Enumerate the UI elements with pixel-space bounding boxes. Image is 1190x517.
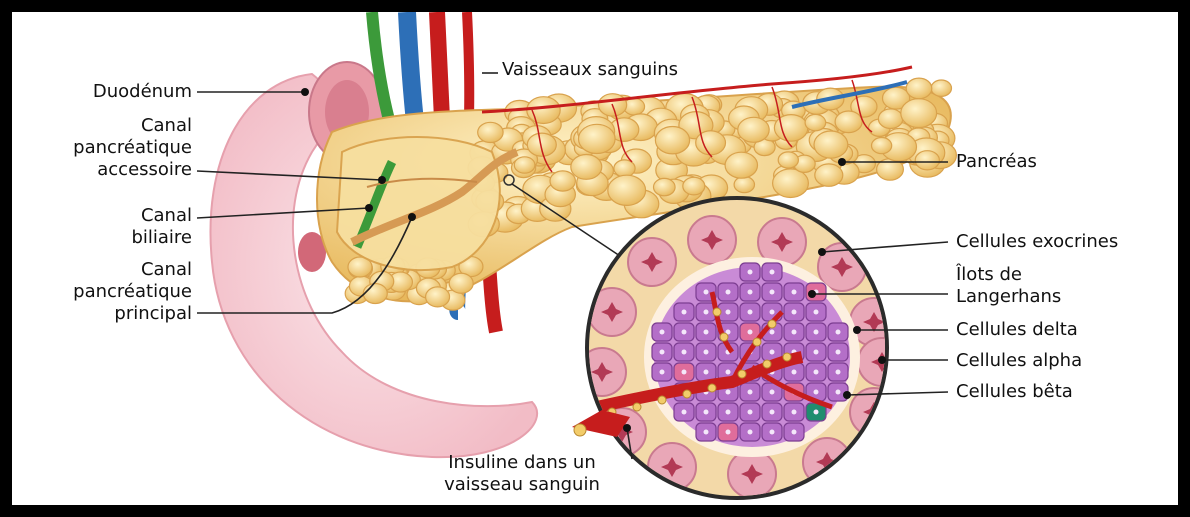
lobule: [915, 151, 939, 170]
lobule: [571, 155, 602, 180]
lobule: [734, 177, 754, 193]
lobule: [683, 177, 705, 195]
lobule: [814, 131, 848, 158]
lobule: [773, 169, 809, 198]
label-beta-cells: Cellules bêta: [956, 381, 1073, 403]
label-islets-line2: Langerhans: [956, 286, 1061, 308]
label-islets-line1: Îlots de: [956, 264, 1061, 286]
lobule: [426, 287, 450, 307]
insulin-granule: [753, 338, 761, 346]
lobule: [579, 124, 616, 153]
lobule: [527, 133, 556, 156]
label-main-duct-line2: pancréatique: [32, 281, 192, 303]
label-bile-duct: Canal biliaire: [32, 205, 192, 249]
insulin-granule: [768, 320, 776, 328]
label-blood-vessels: Vaisseaux sanguins: [502, 59, 678, 81]
label-islets: Îlots de Langerhans: [956, 264, 1061, 308]
lobule: [514, 157, 535, 173]
lobule: [614, 160, 635, 177]
insulin-granule: [708, 384, 716, 392]
label-delta-cells: Cellules delta: [956, 319, 1078, 341]
insulin-granule: [720, 333, 728, 341]
label-duodenum: Duodénum: [32, 81, 192, 103]
lobule: [835, 111, 862, 133]
label-bile-duct-line1: Canal: [32, 205, 192, 227]
lobule: [872, 138, 892, 154]
label-insulin-line1: Insuline dans un: [402, 452, 642, 474]
exocrine-acinus: [628, 238, 676, 286]
label-main-duct-line1: Canal: [32, 259, 192, 281]
lobule: [778, 152, 798, 168]
label-bile-duct-line2: biliaire: [32, 227, 192, 249]
insulin-granule: [783, 353, 791, 361]
islet-magnified-view: [512, 184, 906, 498]
exocrine-acinus: [688, 216, 736, 264]
lobule: [906, 78, 932, 99]
lobule: [478, 122, 503, 142]
label-pancreas: Pancréas: [956, 151, 1037, 173]
label-insulin: Insuline dans un vaisseau sanguin: [402, 452, 642, 496]
lobule: [725, 152, 757, 178]
insulin-granule: [633, 403, 641, 411]
lobule: [655, 127, 689, 154]
label-accessory-duct-line1: Canal: [32, 115, 192, 137]
label-main-duct: Canal pancréatique principal: [32, 259, 192, 325]
lobule: [654, 178, 676, 195]
insulin-granule: [763, 360, 771, 368]
lobule: [878, 109, 902, 129]
insulin-granule: [683, 390, 691, 398]
lobule: [608, 175, 646, 205]
insulin-granule: [658, 396, 666, 404]
label-accessory-duct: Canal pancréatique accessoire: [32, 115, 192, 181]
label-alpha-cells: Cellules alpha: [956, 350, 1082, 372]
lobule: [738, 117, 769, 142]
lobule: [363, 284, 387, 304]
lobule: [805, 114, 826, 130]
label-main-duct-line3: principal: [32, 303, 192, 325]
lobule: [815, 164, 843, 186]
lobule: [901, 99, 937, 128]
label-insulin-line2: vaisseau sanguin: [402, 474, 642, 496]
insulin-granule: [738, 370, 746, 378]
label-accessory-duct-line2: pancréatique: [32, 137, 192, 159]
lobule: [931, 80, 951, 96]
exocrine-acinus: [728, 450, 776, 498]
lobule: [550, 171, 575, 191]
label-accessory-duct-line3: accessoire: [32, 159, 192, 181]
insulin-granule: [713, 308, 721, 316]
diagram-frame: Duodénum Canal pancréatique accessoire C…: [12, 12, 1178, 505]
label-exocrine-cells: Cellules exocrines: [956, 231, 1118, 253]
lobule: [449, 273, 473, 293]
